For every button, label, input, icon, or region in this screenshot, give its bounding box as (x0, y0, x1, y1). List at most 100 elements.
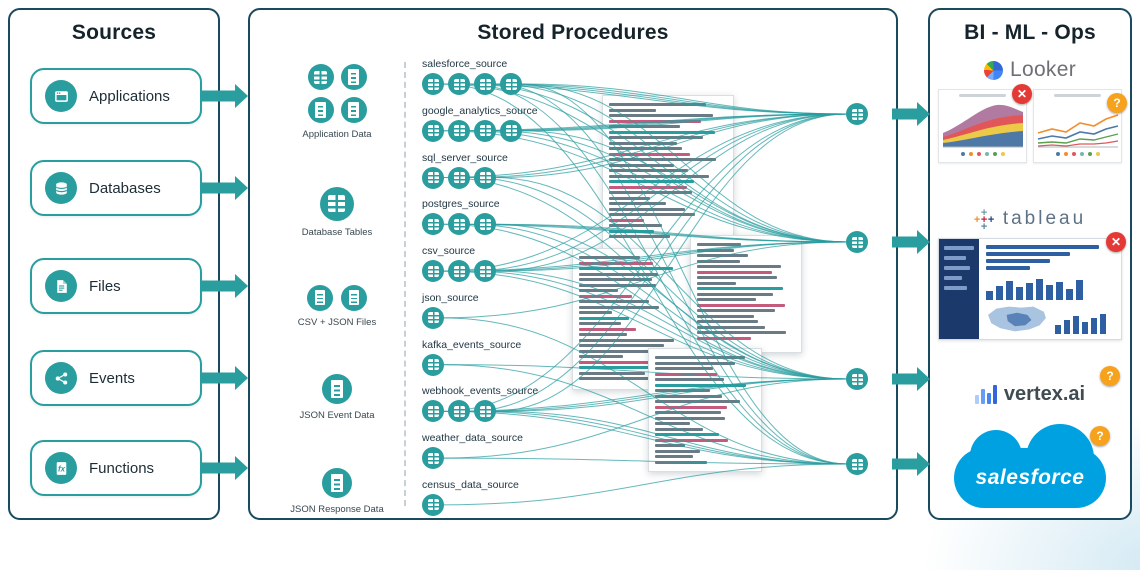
bi-ml-ops-panel: BI - ML - Ops Looker ✕ (928, 8, 1132, 520)
output-table-icon (846, 368, 868, 390)
json-file-icon (321, 374, 352, 405)
tool-salesforce: salesforce ? (938, 424, 1122, 520)
staging-label: Application Data (302, 129, 372, 140)
procedure-group-json: json_source (422, 292, 678, 329)
file-icon (340, 97, 367, 123)
divider (404, 62, 406, 506)
source-label: Databases (89, 179, 161, 197)
error-badge: ✕ (1106, 232, 1126, 252)
tableau-dashboard-thumbnail: ✕ (938, 232, 1126, 340)
source-box-databases: Databases (30, 160, 202, 216)
table-icon (474, 166, 496, 189)
vertex-ai-logo-text: vertex.ai (1003, 382, 1086, 405)
table-icon (422, 119, 444, 142)
events-icon (45, 362, 77, 394)
source-label: Applications (89, 87, 170, 105)
chart-legend (939, 149, 1026, 159)
flow-arrow (202, 83, 248, 109)
table-icon (422, 447, 444, 470)
staging-label: JSON Event Data (299, 410, 375, 422)
table-icon (448, 166, 470, 189)
database-icon (45, 172, 77, 204)
table-icon (474, 260, 496, 283)
procedure-group-kafka-events: kafka_events_source (422, 339, 678, 376)
output-table-icon (846, 103, 868, 125)
source-box-events: Events (30, 350, 202, 406)
bar-chart (986, 277, 1114, 300)
dashboard-main (979, 239, 1121, 339)
output-tables (846, 10, 868, 518)
dashboard-sidebar (939, 239, 979, 339)
table-icon (448, 260, 470, 283)
procedure-group-name: weather_data_source (422, 432, 523, 445)
table-icon (422, 260, 444, 283)
table-icon (422, 400, 444, 423)
procedure-group-name: salesforce_source (422, 58, 508, 70)
table-icon (474, 213, 496, 236)
applications-icon (45, 80, 77, 112)
stored-procedures-title: Stored Procedures (477, 21, 669, 44)
procedure-group-name: json_source (422, 291, 479, 304)
looker-logo-icon (983, 60, 1003, 80)
table-icon (474, 400, 496, 423)
flow-arrow (202, 455, 248, 481)
file-icon (307, 97, 334, 123)
source-label: Events (89, 369, 135, 387)
error-badge: ✕ (1012, 84, 1032, 104)
source-box-functions: fx Functions (30, 440, 202, 496)
staging-label: CSV + JSON Files (297, 316, 377, 328)
output-table-icon (846, 231, 868, 253)
table-icon (422, 493, 444, 516)
procedure-group-sql-server: sql_server_source (422, 152, 678, 189)
salesforce-logo: salesforce (954, 424, 1106, 508)
table-icon (422, 306, 444, 329)
procedure-group-census-data: census_data_source (422, 479, 678, 516)
table-icon (474, 119, 496, 142)
vertex-ai-logo-icon (974, 384, 997, 404)
procedure-group-csv: csv_source (422, 245, 678, 283)
json-file-icon (341, 284, 367, 311)
bar-chart (1055, 312, 1106, 334)
sources-panel: Sources Applications Databases Files Eve… (8, 8, 220, 520)
procedure-group-name: postgres_source (422, 198, 500, 211)
staging-database-tables: Database Tables (301, 186, 373, 239)
tool-tableau: +++++ tableau ✕ (938, 208, 1126, 358)
procedure-group-name: census_data_source (422, 478, 519, 491)
horizontal-bars-chart (986, 245, 1114, 273)
table-icon (422, 213, 444, 236)
procedure-group-salesforce: salesforce_source (422, 58, 678, 95)
table-icon (500, 73, 522, 95)
table-icon (474, 73, 496, 95)
table-icon (422, 353, 444, 376)
table-icon (422, 73, 444, 95)
flow-arrow (892, 366, 930, 392)
flow-arrow (202, 175, 248, 201)
bi-ml-ops-title: BI - ML - Ops (964, 21, 1096, 44)
table-icon (448, 400, 470, 423)
staging-json-event-data: JSON Event Data (299, 374, 375, 422)
procedure-groups: salesforce_source google_analytics_sourc… (422, 58, 678, 516)
question-badge: ? (1090, 426, 1110, 446)
procedure-group-name: webhook_events_source (422, 385, 539, 398)
staging-label: JSON Response Data (290, 504, 384, 516)
tableau-logo-text: tableau (1002, 208, 1087, 229)
source-label: Functions (89, 459, 155, 477)
procedure-group-weather-data: weather_data_source (422, 432, 678, 470)
flow-arrow (892, 229, 930, 255)
salesforce-logo-text: salesforce (975, 466, 1085, 489)
flow-arrow (202, 273, 248, 299)
question-badge: ? (1100, 366, 1120, 386)
question-badge: ? (1107, 93, 1127, 113)
procedure-group-postgres: postgres_source (422, 198, 678, 236)
flow-arrow (892, 451, 930, 477)
procedure-group-name: csv_source (422, 245, 476, 258)
staging-column: Application Data Database Tables CSV + J… (276, 64, 398, 516)
table-icon (448, 213, 470, 236)
staging-label: Database Tables (301, 226, 373, 238)
looker-logo-text: Looker (1009, 58, 1076, 81)
staging-application-data: Application Data (302, 64, 372, 141)
staging-csv-json-files: CSV + JSON Files (297, 284, 377, 329)
flow-arrow (202, 365, 248, 391)
table-icon (422, 166, 444, 189)
procedure-group-webhook-events: webhook_events_source (422, 385, 678, 423)
